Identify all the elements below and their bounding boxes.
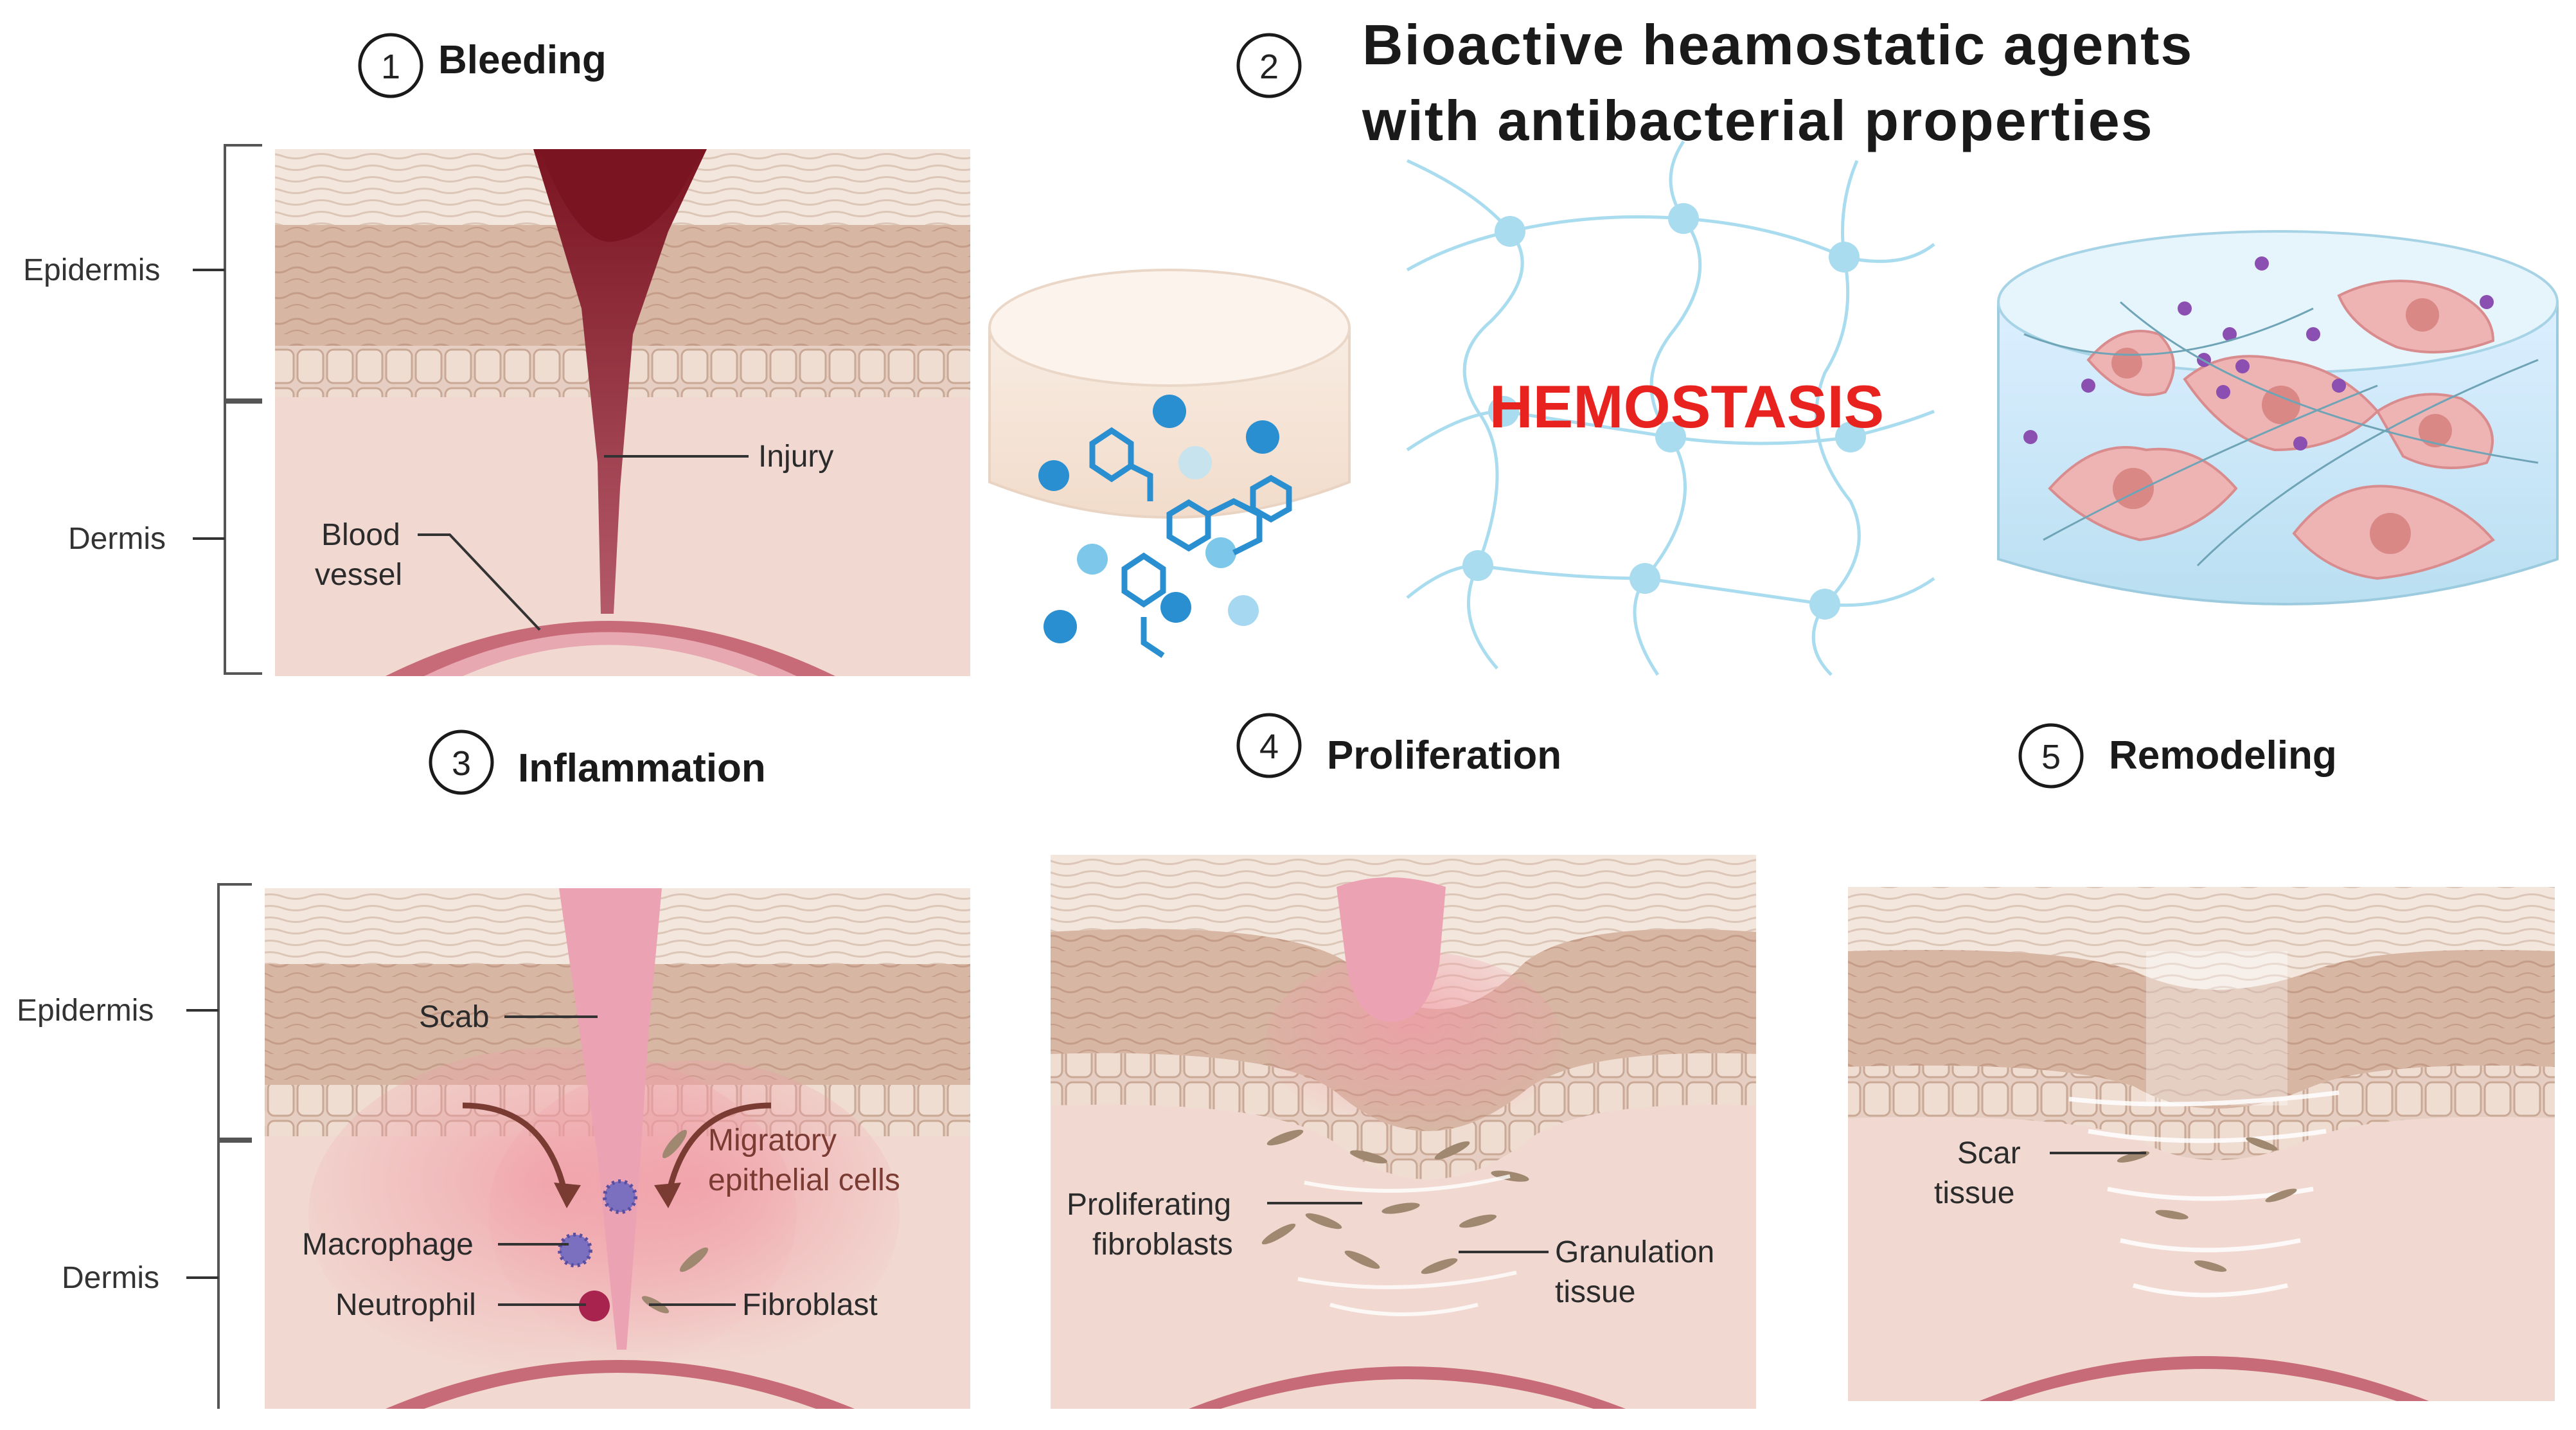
blood-vessel-label-1: Blood: [321, 518, 400, 552]
blood-vessel-label-2: vessel: [315, 558, 402, 592]
dermis-label: Dermis: [68, 522, 166, 556]
granulation-label-2: tissue: [1555, 1275, 1635, 1309]
dermis-label: Dermis: [62, 1261, 159, 1295]
skin-section: [265, 888, 970, 1409]
skin-section: [1848, 887, 2555, 1401]
epidermis-label: Epidermis: [23, 253, 160, 287]
scab: [559, 888, 662, 1350]
step-title: Remodeling: [2109, 733, 2337, 778]
hemostasis-title-line2: with antibacterial properties: [1362, 89, 2154, 152]
migratory-label-2: epithelial cells: [708, 1163, 900, 1197]
step-number-circle: [2018, 723, 2084, 789]
step-title: Proliferation: [1327, 733, 1561, 778]
skin-section: [1051, 855, 1756, 1409]
macrophage-cell: [558, 1233, 592, 1267]
step-number-circle: [358, 33, 423, 98]
scab-label: Scab: [419, 1000, 489, 1034]
panel-remodeling: 5 Remodeling Scar tissue: [1848, 723, 2555, 1401]
hemostatic-agent-disc: [988, 269, 1351, 658]
step-title: Inflammation: [518, 746, 766, 791]
proliferating-label-2: fibroblasts: [1092, 1228, 1233, 1262]
step-number: 3: [452, 744, 471, 783]
injury-label: Injury: [758, 440, 833, 474]
step-number-circle: [1236, 33, 1302, 98]
hydrogel-cell-scaffold: [1997, 230, 2559, 605]
migratory-label-1: Migratory: [708, 1123, 837, 1157]
proliferating-label-1: Proliferating: [1067, 1188, 1231, 1222]
hemostasis-text: HEMOSTASIS: [1489, 373, 1885, 440]
step-number-circle: [1236, 713, 1302, 778]
step-number: 2: [1259, 48, 1279, 86]
neutrophil-cell: [579, 1291, 610, 1321]
skin-section: [275, 149, 970, 676]
injury-wound: [533, 149, 707, 614]
scar-label-2: tissue: [1934, 1176, 2014, 1210]
scar-label-1: Scar: [1957, 1136, 2021, 1170]
epidermis-label: Epidermis: [17, 994, 154, 1028]
macrophage-cell: [603, 1179, 637, 1214]
fibroblast-label: Fibroblast: [742, 1288, 878, 1322]
step-title: Bleeding: [438, 38, 607, 82]
macrophage-label: Macrophage: [302, 1228, 474, 1262]
panel-proliferation: 4 Proliferation: [1051, 713, 1756, 1409]
panel-bleeding: Epidermis Dermis 1 Bleeding Injury Blood…: [23, 33, 970, 676]
step-number: 1: [381, 48, 400, 86]
scab: [1337, 877, 1446, 1022]
hemostasis-title-line1: Bioactive heamostatic agents: [1362, 13, 2193, 76]
panel-hemostasis: 2 Bioactive heamostatic agents with anti…: [988, 13, 2559, 676]
molecule-structures: [1089, 427, 1292, 658]
granulation-label-1: Granulation: [1555, 1235, 1714, 1269]
step-number-circle: [429, 729, 494, 795]
neutrophil-label: Neutrophil: [335, 1288, 476, 1322]
proliferating-fibroblasts: [1261, 1129, 1529, 1274]
step-number: 4: [1259, 728, 1279, 766]
network-nodes: [1462, 203, 1866, 620]
agent-particles: [1038, 395, 1279, 643]
panel-inflammation: 3 Inflammation: [17, 729, 970, 1409]
step-number: 5: [2041, 738, 2061, 776]
